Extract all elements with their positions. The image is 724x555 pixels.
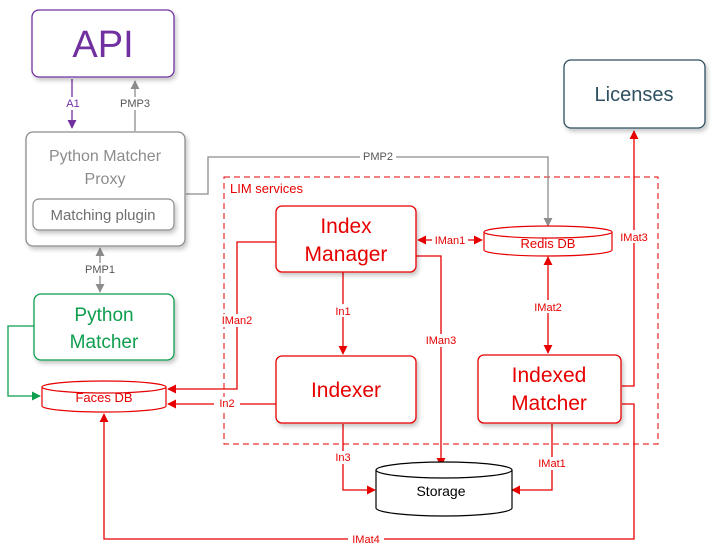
node-indexer-label: Indexer: [311, 379, 381, 402]
node-storage[interactable]: Storage: [375, 461, 513, 517]
node-api-label: API: [72, 24, 133, 66]
node-redis-db[interactable]: Redis DB: [483, 225, 613, 257]
node-indexed-matcher-line1: Indexed: [512, 364, 587, 387]
edge-iman2: IMan2: [167, 241, 276, 394]
node-index-manager[interactable]: Index Manager: [275, 205, 417, 273]
node-faces-db-label: Faces DB: [75, 390, 132, 405]
node-storage-label: Storage: [416, 483, 465, 499]
edge-label-in1: In1: [335, 306, 350, 318]
node-python-matcher-line2: Matcher: [70, 332, 139, 353]
edge-label-iman2: IMan2: [222, 315, 253, 327]
node-python-matcher-proxy-line1: Python Matcher: [49, 148, 162, 165]
node-python-matcher[interactable]: Python Matcher: [33, 293, 175, 361]
edge-in1: In1: [330, 272, 356, 355]
node-python-matcher-proxy-line2: Proxy: [85, 171, 126, 188]
node-faces-db[interactable]: Faces DB: [41, 380, 167, 413]
edge-label-pmp2: PMP2: [363, 151, 393, 163]
node-matching-plugin[interactable]: Matching plugin: [32, 198, 175, 231]
node-index-manager-line1: Index: [320, 215, 372, 238]
node-api[interactable]: API: [31, 9, 175, 78]
lim-services-label: LIM services: [230, 181, 303, 196]
edge-iman3: IMan3: [416, 255, 460, 467]
edge-label-a1: A1: [66, 98, 79, 110]
edge-imat1: IMat1: [511, 424, 570, 495]
edge-label-imat3: IMat3: [620, 232, 648, 244]
edge-label-imat4: IMat4: [352, 534, 380, 546]
edge-imat3: IMat3: [616, 130, 652, 387]
edge-label-imat2: IMat2: [534, 302, 562, 314]
node-licenses[interactable]: Licenses: [563, 59, 706, 129]
edge-imat4: IMat4: [99, 403, 635, 546]
edge-label-in3: In3: [335, 452, 350, 464]
edge-label-pmp1: PMP1: [85, 264, 115, 276]
node-indexer[interactable]: Indexer: [275, 355, 417, 424]
edge-in2: In2: [167, 397, 276, 410]
node-indexed-matcher[interactable]: Indexed Matcher: [477, 354, 622, 424]
node-licenses-label: Licenses: [595, 84, 674, 106]
edge-pmp2: PMP2: [186, 150, 553, 227]
edge-pmp3: PMP3: [117, 80, 153, 131]
node-indexed-matcher-line2: Matcher: [511, 392, 587, 415]
edge-iman1: IMan1: [417, 233, 483, 247]
edge-label-imat1: IMat1: [538, 458, 566, 470]
edge-python-matcher-faces-db: [7, 325, 41, 401]
edge-label-iman3: IMan3: [426, 335, 457, 347]
node-matching-plugin-label: Matching plugin: [50, 207, 155, 224]
edge-pmp1: PMP1: [82, 247, 118, 293]
node-index-manager-line2: Manager: [305, 243, 388, 266]
node-redis-db-label: Redis DB: [521, 236, 576, 251]
edge-in3: In3: [330, 424, 376, 495]
edge-label-pmp3: PMP3: [120, 98, 150, 110]
edge-a1: A1: [62, 79, 84, 129]
edge-imat2: IMat2: [530, 256, 566, 354]
node-python-matcher-line1: Python: [74, 305, 133, 326]
edge-label-iman1: IMan1: [435, 235, 466, 247]
edge-label-in2: In2: [219, 398, 234, 410]
